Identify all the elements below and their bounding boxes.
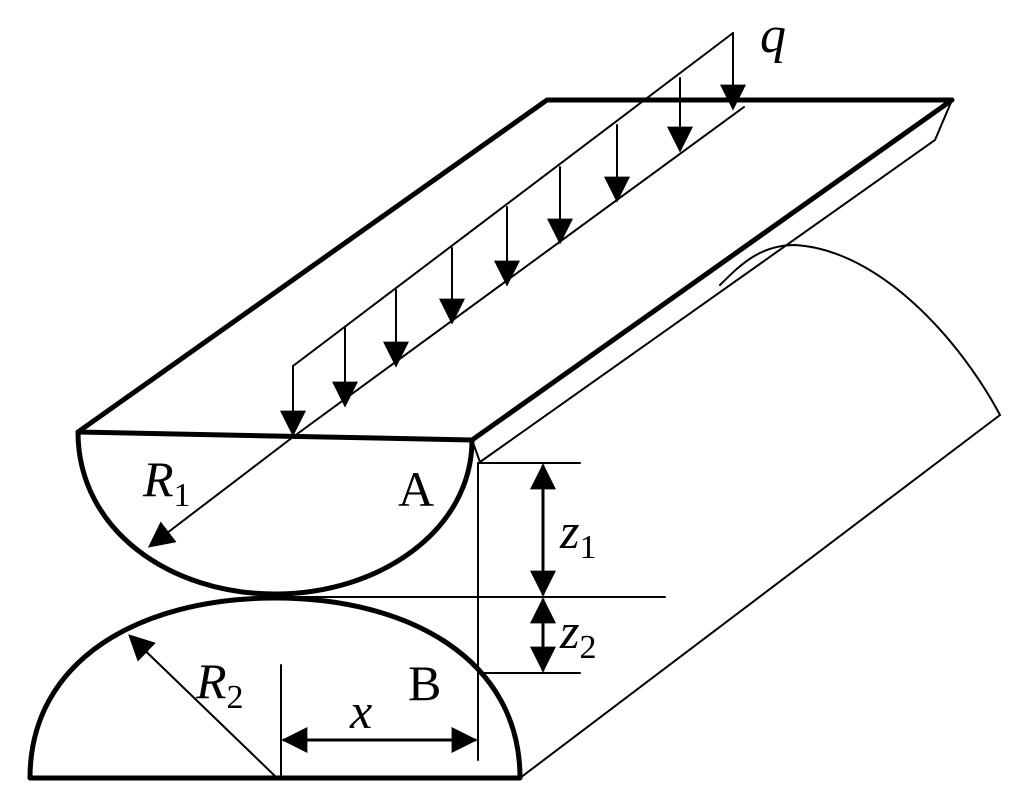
z1-subscript: 1 xyxy=(579,529,596,566)
x-label: x xyxy=(349,683,372,739)
point-b-label: B xyxy=(408,655,441,711)
radius-r2-arrow xyxy=(128,634,276,777)
z2-subscript: 2 xyxy=(579,629,596,666)
radius-r2-label: R2 xyxy=(195,653,244,716)
load-envelope xyxy=(292,32,734,367)
upper-body-side-edge xyxy=(479,99,953,463)
lower-cylinder xyxy=(27,243,1002,781)
point-a-label: A xyxy=(398,461,434,517)
upper-body xyxy=(75,97,955,597)
z2-label: z2 xyxy=(559,603,596,666)
distributed-load: q xyxy=(280,7,786,438)
load-label: q xyxy=(760,7,786,64)
upper-body-top-face xyxy=(75,97,955,443)
radius-r1-arrow xyxy=(147,436,294,548)
upper-body-front-face xyxy=(75,429,475,597)
radius-r2-subscript: 2 xyxy=(227,679,244,716)
radius-r2: R2 xyxy=(128,634,276,777)
radius-r1-label: R1 xyxy=(142,451,191,514)
load-line xyxy=(292,106,745,438)
radius-r1: R1 xyxy=(142,436,294,548)
radius-r1-subscript: 1 xyxy=(174,477,191,514)
z1-label: z1 xyxy=(559,503,596,566)
lower-cylinder-far-arch xyxy=(519,243,1002,779)
lower-cylinder-front-face xyxy=(27,595,523,781)
dimensions: z1 z2 x xyxy=(274,462,666,777)
